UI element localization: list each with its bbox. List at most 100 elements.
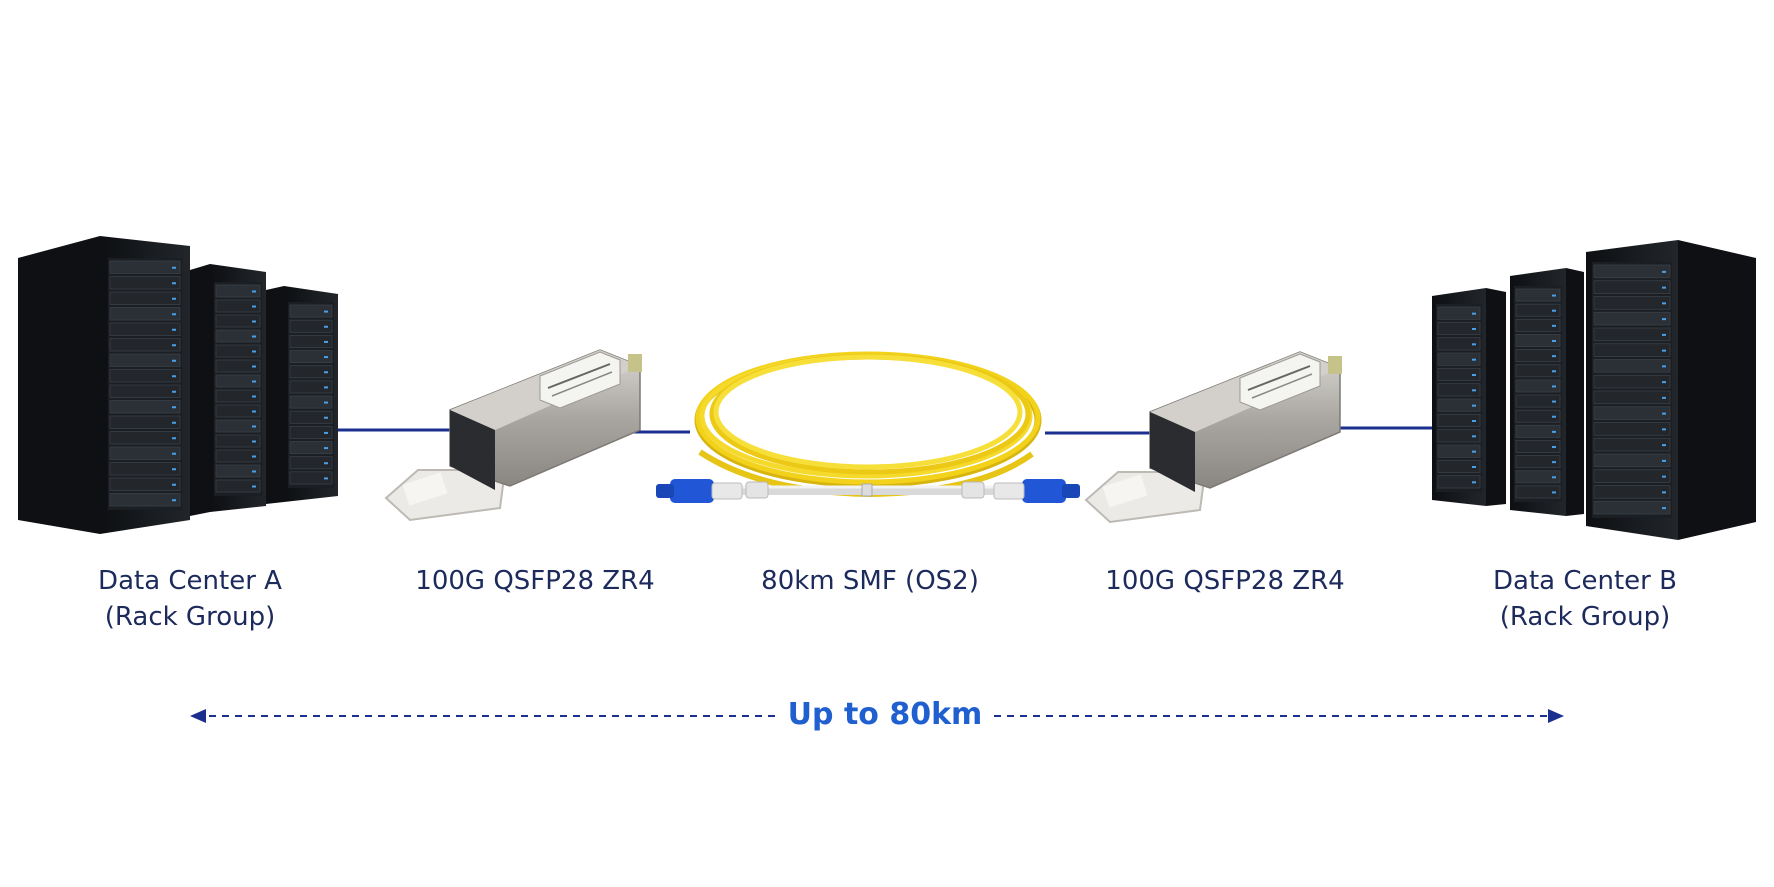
server-led <box>252 455 256 458</box>
server-led <box>324 310 328 313</box>
server-unit <box>1515 440 1561 453</box>
server-unit <box>1437 413 1481 428</box>
server-unit <box>1593 311 1671 326</box>
server-led <box>1662 396 1666 399</box>
server-unit <box>1515 409 1561 423</box>
server-unit <box>1515 424 1561 438</box>
server-unit <box>109 415 181 429</box>
server-unit <box>109 384 181 398</box>
distance-arrow <box>190 709 1564 723</box>
server-unit <box>1593 264 1671 279</box>
server-led <box>1662 302 1666 305</box>
rack-b-small <box>1432 288 1506 506</box>
server-led <box>252 440 256 443</box>
server-unit <box>1593 485 1671 499</box>
server-unit <box>215 464 261 478</box>
lc-connector-icon <box>656 479 743 503</box>
server-led <box>1472 450 1476 453</box>
data-center-b-title: Data Center B <box>1493 566 1677 596</box>
server-led <box>1472 343 1476 346</box>
server-led <box>172 266 176 269</box>
server-unit <box>289 456 333 470</box>
server-unit <box>289 441 333 455</box>
fiber-patch-cable-icon <box>656 351 1080 503</box>
data-center-a-label: Data Center A (Rack Group) <box>70 563 310 635</box>
server-led <box>172 359 176 362</box>
server-unit <box>289 319 333 333</box>
server-unit <box>1593 437 1671 452</box>
server-unit <box>289 334 333 348</box>
server-led <box>1662 428 1666 431</box>
server-unit <box>109 477 181 491</box>
server-led <box>1552 476 1556 479</box>
server-led <box>1552 385 1556 388</box>
server-unit <box>1437 398 1481 412</box>
server-unit <box>1593 280 1671 294</box>
server-led <box>252 425 256 428</box>
server-led <box>252 395 256 398</box>
server-led <box>252 350 256 353</box>
server-unit <box>215 374 261 388</box>
server-led <box>172 437 176 440</box>
server-unit <box>1437 306 1481 320</box>
server-led <box>1472 358 1476 361</box>
server-led <box>1662 365 1666 368</box>
server-unit <box>1515 379 1561 393</box>
server-led <box>1662 381 1666 384</box>
arrow-left-head <box>190 709 206 723</box>
server-led <box>1662 444 1666 447</box>
arrow-right-head <box>1548 709 1564 723</box>
server-led <box>324 447 328 450</box>
module-label <box>539 351 621 409</box>
server-led <box>1552 415 1556 418</box>
server-led <box>1472 374 1476 376</box>
data-center-b-label: Data Center B (Rack Group) <box>1465 563 1705 635</box>
server-unit <box>1593 327 1671 342</box>
server-led <box>1472 389 1476 392</box>
server-led <box>1662 270 1666 273</box>
server-unit <box>1593 422 1671 436</box>
server-unit <box>289 395 333 409</box>
rack-a-units <box>109 260 333 507</box>
server-unit <box>1437 383 1481 397</box>
server-led <box>324 401 328 404</box>
server-led <box>324 431 328 434</box>
server-led <box>1662 333 1666 336</box>
server-led <box>324 386 328 389</box>
server-unit <box>215 434 261 448</box>
server-led <box>1552 400 1556 403</box>
server-led <box>172 483 176 486</box>
server-led <box>172 328 176 331</box>
server-led <box>172 297 176 300</box>
rack-b-units <box>1437 264 1671 515</box>
server-unit <box>215 299 261 313</box>
server-led <box>324 462 328 465</box>
server-unit <box>289 425 333 439</box>
server-led <box>1552 491 1556 494</box>
server-unit <box>289 380 333 394</box>
server-unit <box>1515 455 1561 469</box>
server-led <box>1552 324 1556 327</box>
server-led <box>172 468 176 471</box>
server-led <box>252 335 256 338</box>
server-led <box>1552 309 1556 312</box>
server-led <box>172 421 176 424</box>
module-b-label: 100G QSFP28 ZR4 <box>1105 566 1345 596</box>
server-unit <box>109 260 181 274</box>
server-unit <box>109 446 181 460</box>
server-unit <box>1515 318 1561 332</box>
data-center-b-subtitle: (Rack Group) <box>1499 602 1671 632</box>
server-unit <box>1437 444 1481 458</box>
server-led <box>1552 294 1556 297</box>
server-unit <box>215 449 261 463</box>
server-unit <box>1437 367 1481 382</box>
server-unit <box>1437 337 1481 351</box>
server-unit <box>1515 485 1561 499</box>
server-unit <box>1593 359 1671 373</box>
server-unit <box>1437 321 1481 336</box>
server-led <box>172 282 176 285</box>
server-unit <box>1437 429 1481 443</box>
server-unit <box>109 291 181 305</box>
server-unit <box>1593 406 1671 420</box>
